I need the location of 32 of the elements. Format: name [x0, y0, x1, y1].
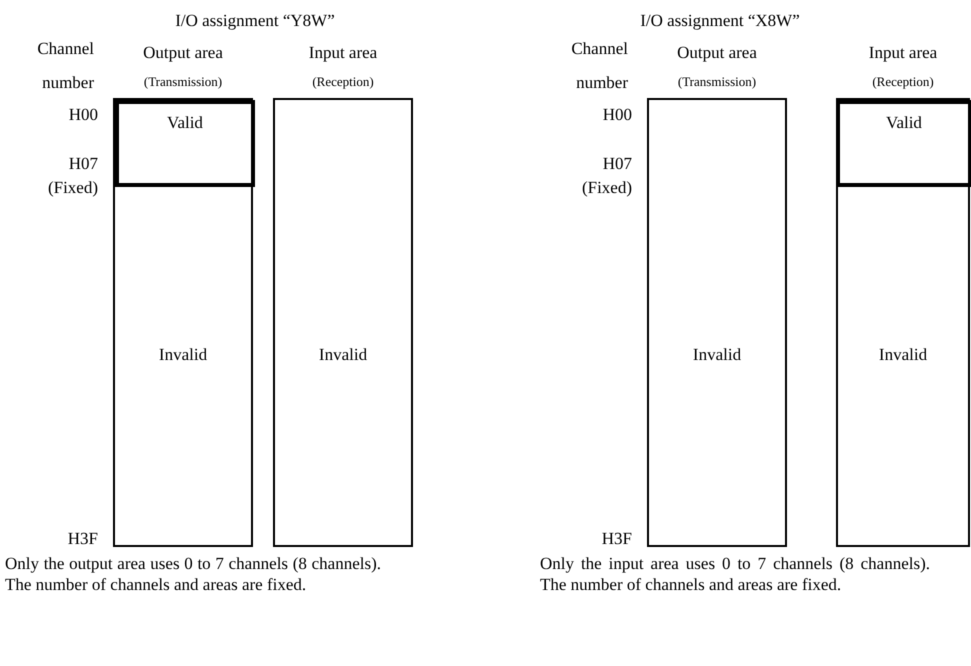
column-heading: Output area [142, 42, 224, 64]
column-heading: Input area [308, 42, 378, 64]
area-status-label: Invalid [318, 344, 368, 366]
panel-heading: I/O assignment “X8W” [639, 10, 801, 32]
column-subheading: (Transmission) [676, 73, 758, 91]
area-status-label: Invalid [158, 344, 208, 366]
caption-text: Only the input area uses 0 to 7 channels (8 channels). The number of channels and areas are fixed. [540, 553, 930, 596]
note-text: (Fixed) [46, 177, 98, 198]
axis-heading: number [575, 72, 628, 94]
channel-label: H00 [68, 104, 98, 126]
valid-area-box [836, 100, 971, 187]
column-heading: Output area [676, 42, 758, 64]
axis-heading: number [41, 72, 94, 94]
channel-label: H3F [66, 528, 98, 550]
area-status-label: Invalid [878, 344, 928, 366]
channel-label: H07 [602, 153, 632, 174]
channel-label: H00 [602, 104, 632, 126]
note-text: (Fixed) [580, 177, 632, 198]
column-subheading: (Reception) [311, 73, 375, 91]
valid-area-box [115, 100, 255, 187]
panel-heading: I/O assignment “Y8W” [174, 10, 336, 32]
area-status-label: Valid [885, 112, 923, 134]
column-subheading: (Transmission) [142, 73, 224, 91]
channel-label: H3F [600, 528, 632, 550]
axis-heading: Channel [36, 38, 94, 60]
axis-heading: Channel [570, 38, 628, 60]
column-subheading: (Reception) [871, 73, 935, 91]
channel-label: H07 [68, 153, 98, 174]
column-heading: Input area [868, 42, 938, 64]
area-status-label: Invalid [692, 344, 742, 366]
caption-text: Only the output area uses 0 to 7 channels (8 channels). The number of channels and areas are fixed. [5, 553, 381, 596]
area-status-label: Valid [166, 112, 204, 134]
